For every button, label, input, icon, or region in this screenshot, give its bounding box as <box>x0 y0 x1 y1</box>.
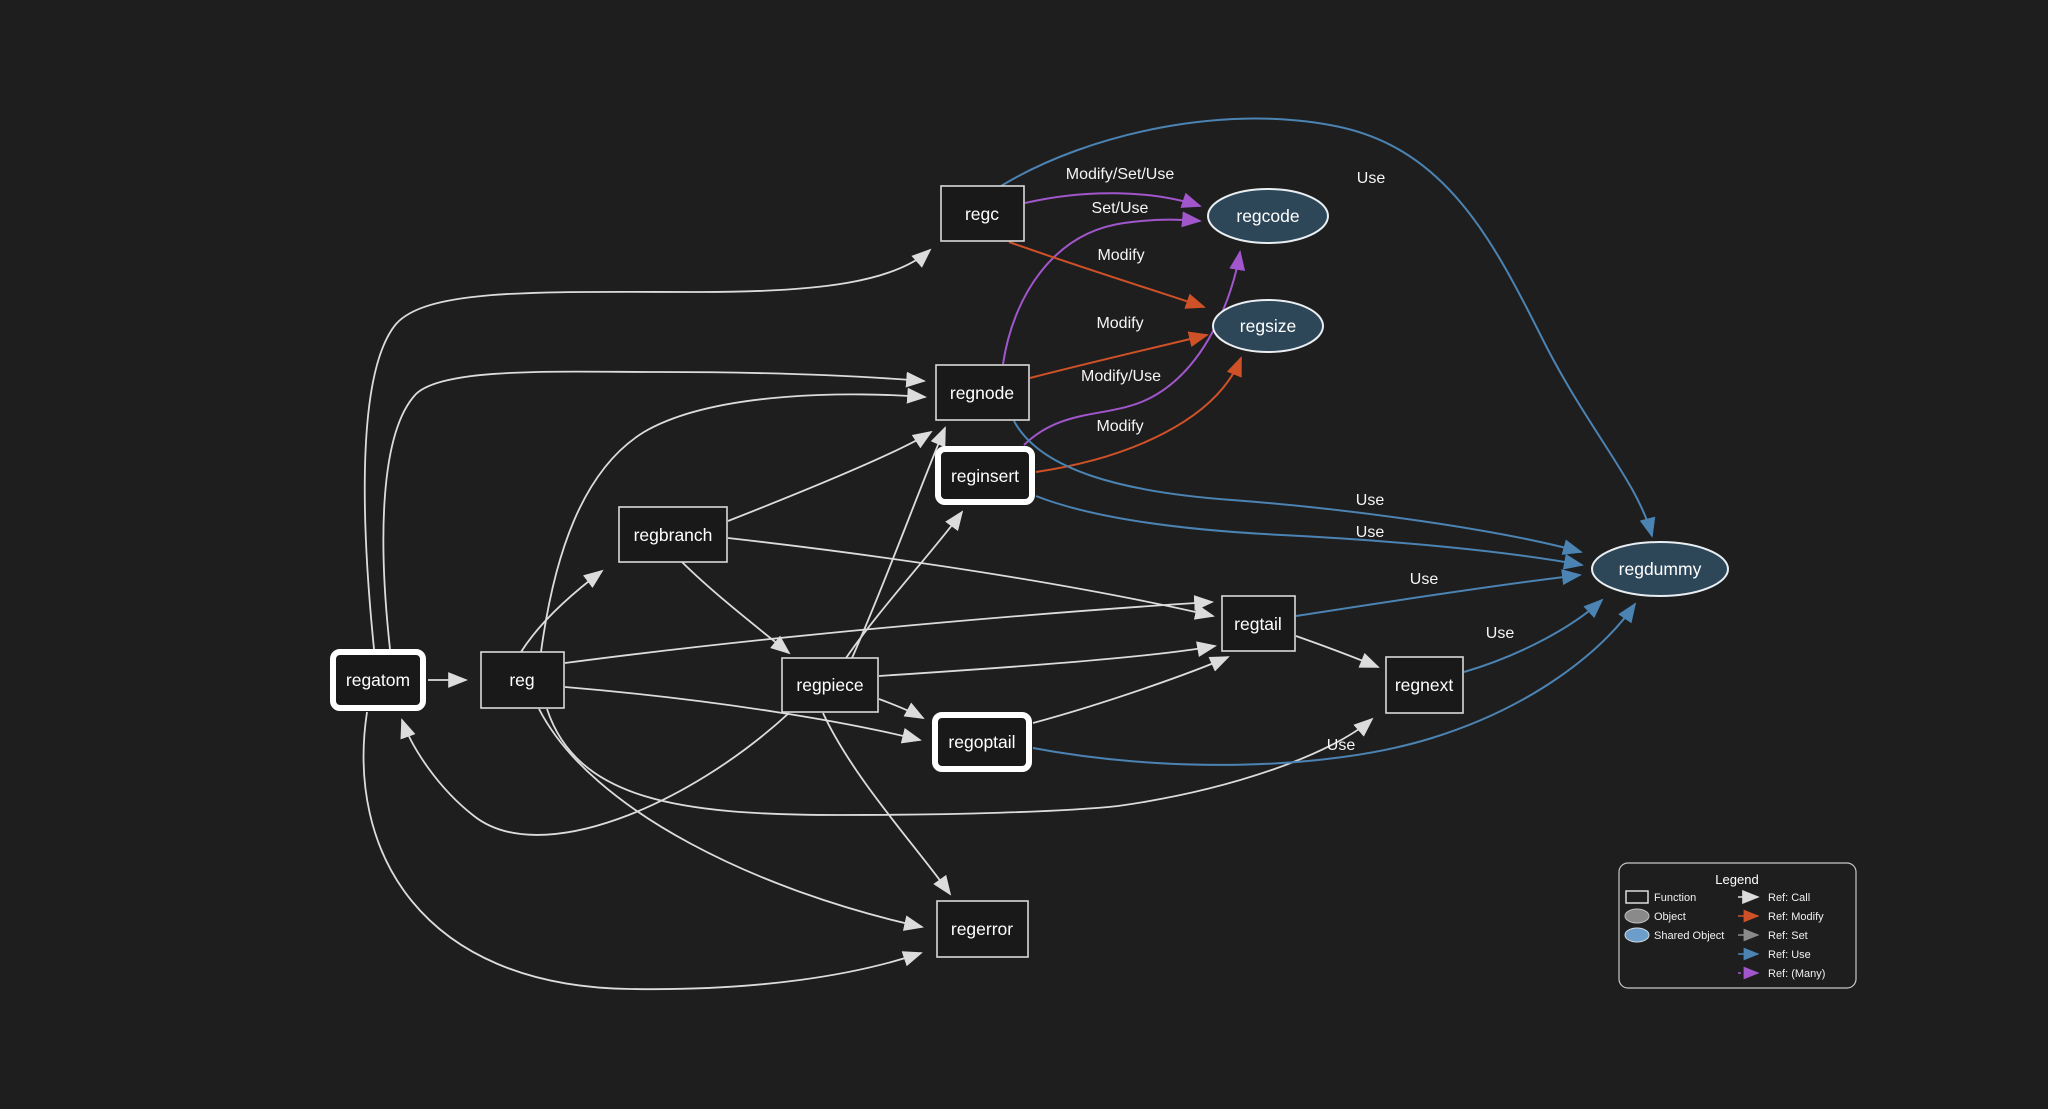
edge-label-regnode-regdummy: Use <box>1356 492 1385 509</box>
edge-regpiece-reginsert <box>845 510 964 659</box>
edge-regnext-regdummy <box>1463 598 1604 673</box>
edge-regpiece-regtail <box>878 641 1217 677</box>
edge-label-regnode-regcode: Set/Use <box>1092 200 1149 217</box>
node-regoptail: regoptail <box>932 712 1032 772</box>
legend-shared-object-swatch <box>1624 927 1650 943</box>
edge-reg-regbranch <box>520 569 604 653</box>
node-regtail-label: regtail <box>1234 614 1282 634</box>
edge-label-regnode-regsize: Modify/Use <box>1081 368 1161 385</box>
node-reg: reg <box>480 651 565 709</box>
edge-reg-regtail <box>564 595 1214 664</box>
edge-reg-regnode <box>540 387 927 653</box>
node-regtail: regtail <box>1221 595 1296 652</box>
edge-regnode-regsize <box>1029 331 1209 379</box>
edge-regoptail-regtail <box>1032 656 1230 724</box>
edge-regtail-regdummy <box>1295 569 1582 617</box>
node-reg-label: reg <box>509 670 534 690</box>
edge-regpiece-regoptail <box>878 698 925 719</box>
node-regpiece: regpiece <box>781 657 879 713</box>
edge-regnode-regdummy <box>1013 420 1583 555</box>
edge-regtail-regnext <box>1295 635 1380 668</box>
edge-label-regc-regsize: Modify <box>1097 247 1144 264</box>
edge-regbranch-regtail <box>727 537 1215 620</box>
node-regerror: regerror <box>936 900 1029 958</box>
legend-ref-many-label: Ref: (Many) <box>1768 968 1825 980</box>
legend-shared-object-label: Shared Object <box>1654 930 1724 942</box>
edge-regnode-regcode <box>1002 211 1202 365</box>
legend-ref-modify-label: Ref: Modify <box>1768 911 1824 923</box>
edge-label-reginsert-regdummy: Use <box>1356 524 1385 541</box>
node-regc-label: regc <box>965 204 999 224</box>
node-reginsert-label: reginsert <box>951 466 1019 486</box>
node-regbranch: regbranch <box>618 506 728 563</box>
edge-reginsert-regsize <box>1035 356 1242 473</box>
edge-reginsert-regcode <box>1023 250 1246 446</box>
legend-object-swatch <box>1624 908 1650 924</box>
edge-label-regc-regdummy: Use <box>1357 170 1386 187</box>
node-regsize-label: regsize <box>1240 316 1296 336</box>
edge-label-reginsert-regcode: Modify <box>1096 315 1143 332</box>
edge-regatom-regerror <box>362 711 923 991</box>
node-regoptail-label: regoptail <box>948 732 1015 752</box>
edge-label-regnext-regdummy: Use <box>1486 625 1515 642</box>
nodes: regatom reg regbranch regpiece regc regn… <box>330 185 1729 958</box>
legend-ref-set-label: Ref: Set <box>1768 930 1808 942</box>
edge-reginsert-regdummy <box>1035 495 1584 570</box>
call-edges <box>362 248 1380 991</box>
legend-object-label: Object <box>1654 911 1686 923</box>
edge-regpiece-regatom <box>400 712 790 836</box>
edge-labels: Modify/Set/Use Set/Use Modify Modify Mod… <box>1066 166 1515 754</box>
node-regc: regc <box>940 185 1025 242</box>
edge-regbranch-regpiece <box>681 561 791 655</box>
legend-function-label: Function <box>1654 892 1696 904</box>
legend-function-swatch <box>1625 890 1649 904</box>
legend-ref-call-label: Ref: Call <box>1768 892 1810 904</box>
edge-regc-regsize <box>1008 241 1206 309</box>
node-regatom: regatom <box>330 649 426 711</box>
node-reginsert: reginsert <box>935 446 1035 505</box>
edge-regatom-regc <box>363 248 932 650</box>
edge-regc-regdummy <box>1000 117 1656 538</box>
edge-label-regtail-regdummy: Use <box>1410 571 1439 588</box>
legend-ref-use-label: Ref: Use <box>1768 949 1811 961</box>
legend-frame <box>1618 862 1857 989</box>
edge-regoptail-regdummy <box>1032 602 1637 766</box>
edge-reg-regoptail <box>564 686 922 744</box>
node-regpiece-label: regpiece <box>796 675 863 695</box>
node-regdummy: regdummy <box>1591 541 1729 597</box>
node-regnext-label: regnext <box>1395 675 1454 695</box>
legend: Legend Function Object Shared Object Ref… <box>1618 862 1857 989</box>
node-regnext: regnext <box>1385 656 1464 714</box>
node-regatom-label: regatom <box>346 670 410 690</box>
edge-regatom-regnode <box>382 370 926 650</box>
node-regcode-label: regcode <box>1236 206 1299 226</box>
edge-label-regoptail-regdummy: Use <box>1327 737 1356 754</box>
edge-reg-regnext <box>546 708 1374 816</box>
reference-edges <box>1000 117 1656 766</box>
node-regsize: regsize <box>1212 299 1324 353</box>
node-regnode: regnode <box>935 364 1030 421</box>
node-regbranch-label: regbranch <box>634 525 713 545</box>
edge-regc-regcode <box>1024 192 1202 208</box>
edge-reg-regerror <box>538 708 924 931</box>
edge-regpiece-regerror <box>822 712 952 896</box>
edge-label-reginsert-regsize: Modify <box>1096 418 1143 435</box>
edge-regbranch-regnode <box>727 430 933 522</box>
node-regdummy-label: regdummy <box>1619 559 1702 579</box>
legend-title: Legend <box>1715 872 1758 887</box>
edge-label-regc-regcode: Modify/Set/Use <box>1066 166 1175 183</box>
edge-regpiece-regnode <box>851 426 946 659</box>
node-regerror-label: regerror <box>951 919 1013 939</box>
node-regcode: regcode <box>1207 188 1329 244</box>
node-regnode-label: regnode <box>950 383 1014 403</box>
